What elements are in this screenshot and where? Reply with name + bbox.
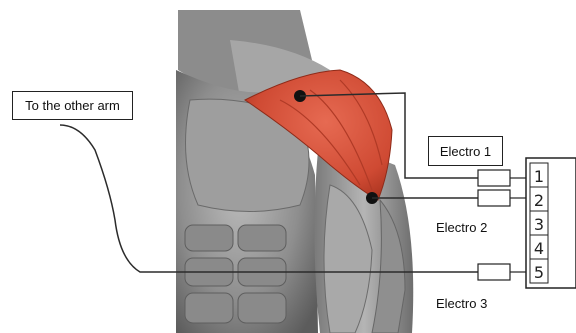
plug-2 xyxy=(478,190,510,206)
terminal-slot-3: 3 xyxy=(534,215,544,234)
plug-3 xyxy=(478,264,510,280)
terminal-slot-1: 1 xyxy=(534,167,544,186)
label-electro-2: Electro 2 xyxy=(436,220,487,235)
plug-1 xyxy=(478,170,510,186)
label-electro-3: Electro 3 xyxy=(436,296,487,311)
terminal-slot-4: 4 xyxy=(534,239,544,258)
terminal-block: 1 2 3 4 5 xyxy=(526,158,576,288)
muscle-illustration xyxy=(176,10,413,333)
terminal-slot-5: 5 xyxy=(534,263,544,282)
terminal-slot-2: 2 xyxy=(534,191,544,210)
label-electro-1: Electro 1 xyxy=(428,136,503,166)
label-other-arm: To the other arm xyxy=(12,91,133,120)
